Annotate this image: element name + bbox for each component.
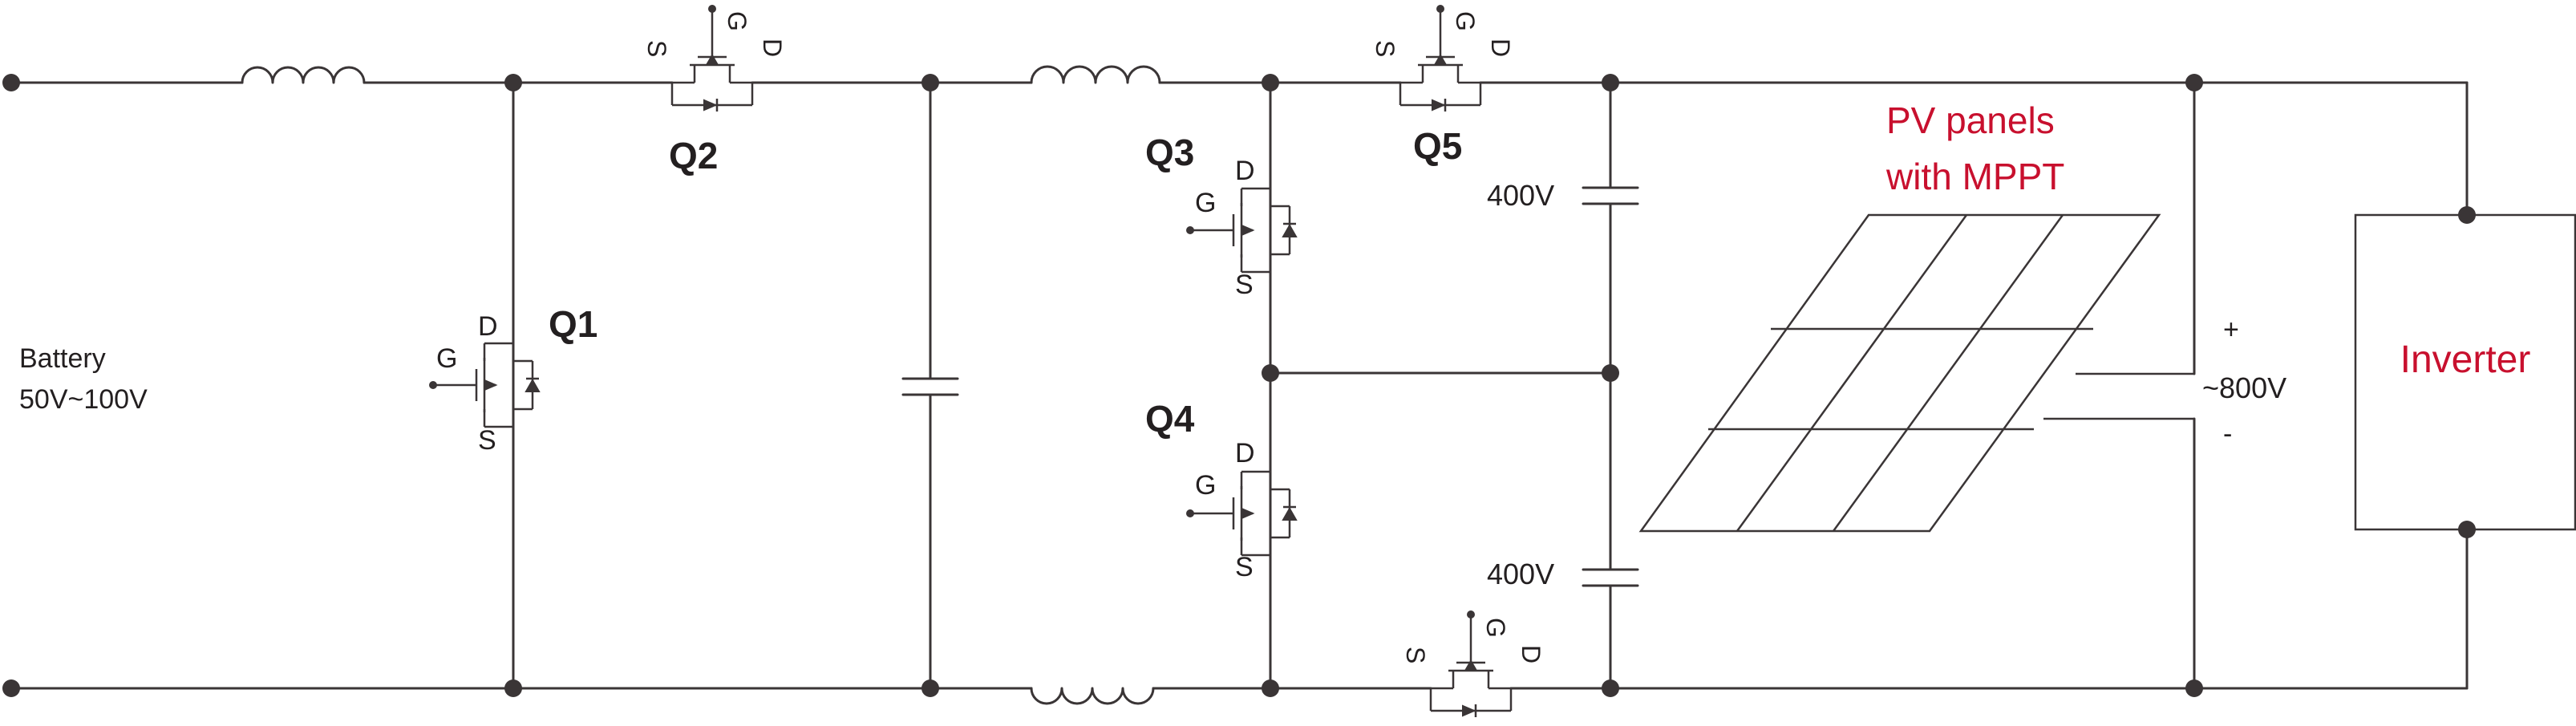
q2-gate-label: G (723, 11, 751, 31)
inverter-label: Inverter (2400, 339, 2531, 381)
q4-source-label: S (1235, 552, 1254, 582)
capacitor-icon (901, 74, 959, 697)
q2-drain-label: D (758, 39, 787, 57)
q6-source-label: S (1401, 647, 1430, 663)
battery-voltage-label: 50V~100V (19, 384, 148, 415)
q5-source-label: S (1371, 40, 1399, 57)
q4-drain-label: D (1235, 438, 1255, 468)
output-minus-label: - (2223, 419, 2232, 449)
pv-panel-icon (1638, 213, 2194, 533)
battery-label: Battery (19, 343, 106, 374)
q6-drain-label: D (1517, 645, 1545, 663)
q5-gate-label: G (1451, 11, 1480, 31)
q4-label: Q4 (1145, 398, 1195, 440)
output-bus (2185, 74, 2469, 697)
bottom-rail (10, 687, 2469, 705)
q5-label: Q5 (1413, 125, 1462, 167)
q4-gate-label: G (1195, 470, 1216, 501)
top-rail (10, 65, 2469, 84)
q2-source-label: S (642, 40, 671, 57)
q1-branch (427, 74, 541, 697)
dc-link-capacitors (1582, 74, 1639, 697)
q3-q4-leg (1185, 74, 1614, 697)
q5-drain-label: D (1486, 39, 1515, 57)
battery-positive-node (2, 74, 20, 91)
q6-gate-label: G (1481, 618, 1510, 638)
q2-label: Q2 (669, 135, 718, 176)
q3-drain-label: D (1235, 156, 1255, 186)
q3-gate-label: G (1195, 188, 1216, 218)
output-voltage-label: ~800V (2202, 371, 2286, 404)
q1-drain-label: D (478, 311, 498, 342)
q3-source-label: S (1235, 270, 1254, 300)
q3-label: Q3 (1145, 132, 1194, 173)
q1-label: Q1 (549, 303, 597, 345)
battery-negative-node (2, 679, 20, 697)
inverter-box (2354, 206, 2576, 538)
pv-label-line1: PV panels (1886, 99, 2055, 141)
q1-source-label: S (478, 425, 496, 456)
q1-gate-label: G (436, 343, 457, 374)
pv-label-line2: with MPPT (1885, 156, 2064, 197)
lower-capacitor-voltage: 400V (1487, 558, 1554, 590)
output-plus-label: + (2223, 314, 2239, 345)
upper-capacitor-voltage: 400V (1487, 179, 1554, 212)
